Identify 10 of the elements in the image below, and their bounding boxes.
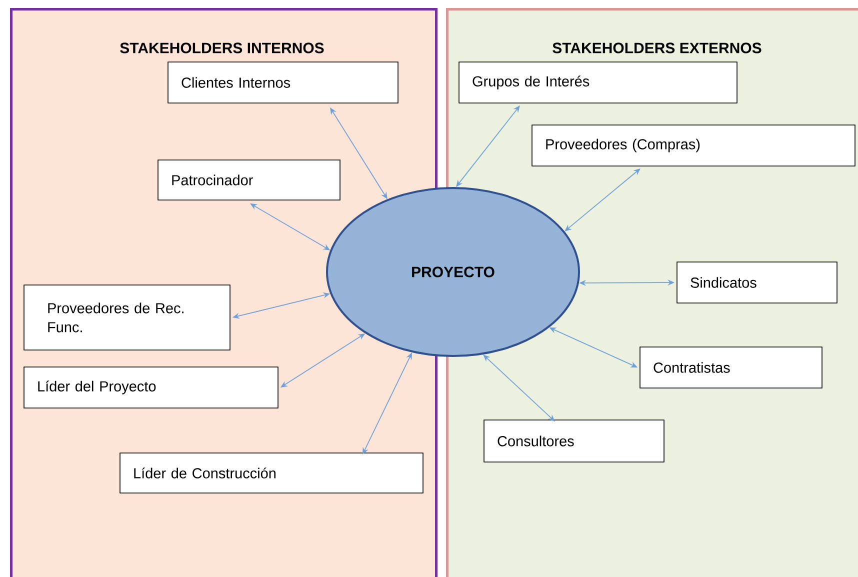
stakeholder-box: Contratistas: [640, 346, 822, 388]
stakeholder-box: Proveedores de Rec. Func.: [24, 284, 230, 350]
stakeholder-box: Consultores: [484, 420, 664, 462]
stakeholder-box: Líder de Construcción: [120, 452, 424, 494]
stakeholder-box: Patrocinador: [158, 160, 340, 200]
stakeholder-box: Proveedores (Compras): [532, 124, 856, 166]
stakeholder-box: Sindicatos: [676, 262, 838, 304]
stakeholder-box: Clientes Internos: [168, 62, 398, 104]
stakeholder-box: Líder del Proyecto: [24, 366, 278, 408]
stakeholder-box: Grupos de Interés: [458, 62, 738, 104]
